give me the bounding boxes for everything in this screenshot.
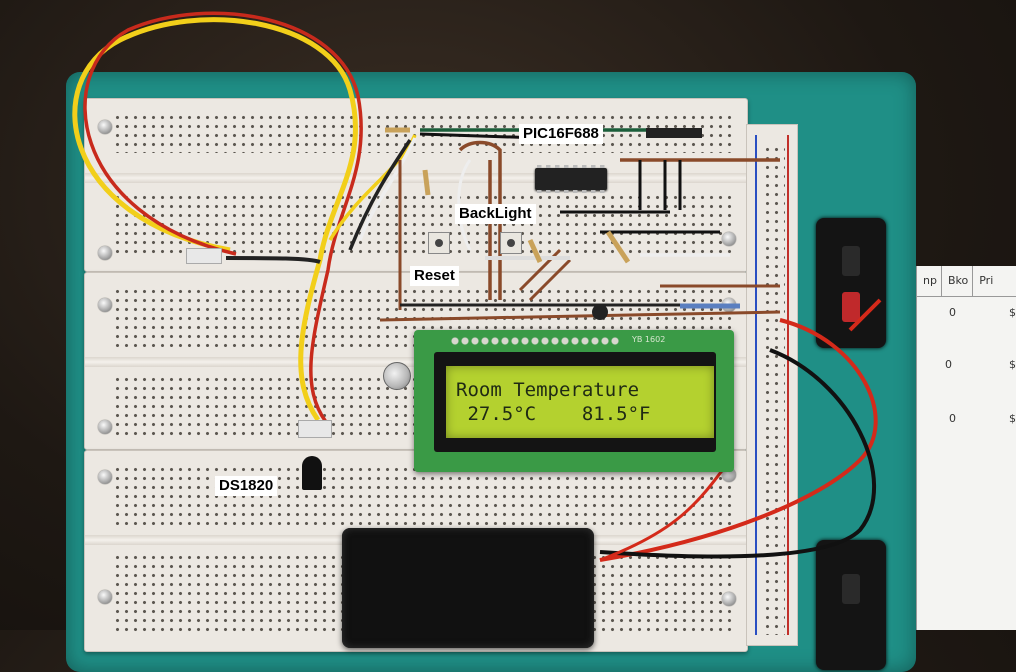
reset-button[interactable]: [428, 232, 450, 254]
photo-scene: np Bko Pri 0 0 0 $ $ $: [66, 11, 1016, 672]
paper-value: 0: [949, 306, 956, 319]
screw-icon: [722, 232, 736, 246]
contrast-potentiometer: [383, 362, 411, 390]
lcd-bezel: Room Temperature 27.5°C 81.5°F: [434, 352, 716, 452]
battery-box: [342, 528, 594, 648]
lcd-line-1: Room Temperature: [456, 379, 640, 401]
lcd-pcb-text: YB 1602: [632, 335, 666, 344]
backlight-button[interactable]: [500, 232, 522, 254]
paper-col-1: np: [917, 266, 942, 296]
label-pic16f688: PIC16F688: [519, 124, 603, 144]
wiring: [72, 11, 882, 562]
lcd-pin-header: [450, 336, 620, 346]
paper-currency: $: [1009, 412, 1016, 425]
paper-currency: $: [1009, 306, 1016, 319]
lcd-screen: Room Temperature 27.5°C 81.5°F: [446, 366, 714, 438]
paper-value: 0: [949, 412, 956, 425]
screw-icon: [98, 246, 112, 260]
screw-icon: [98, 470, 112, 484]
paper-sheet: np Bko Pri 0 0 0 $ $ $: [916, 266, 1016, 630]
sensor-connector: [298, 420, 332, 438]
paper-col-2: Bko: [942, 266, 974, 296]
screw-icon: [722, 592, 736, 606]
pic-microcontroller: [535, 165, 607, 193]
paper-col-3: Pri: [979, 274, 994, 287]
paper-currency: $: [1009, 358, 1016, 371]
label-backlight: BackLight: [455, 204, 536, 224]
paper-header: np Bko Pri: [917, 266, 1016, 297]
screw-icon: [98, 590, 112, 604]
ds1820-sensor: [302, 456, 322, 490]
breadboard-top: [84, 98, 748, 272]
cable-connector: [186, 248, 222, 264]
screw-icon: [98, 420, 112, 434]
screw-icon: [98, 120, 112, 134]
screw-icon: [98, 298, 112, 312]
lcd-module: YB 1602 Room Temperature 27.5°C 81.5°F: [414, 330, 734, 472]
label-reset: Reset: [410, 266, 459, 286]
lcd-line-2: 27.5°C 81.5°F: [456, 403, 651, 425]
label-ds1820: DS1820: [215, 476, 278, 496]
paper-value: 0: [945, 358, 952, 371]
